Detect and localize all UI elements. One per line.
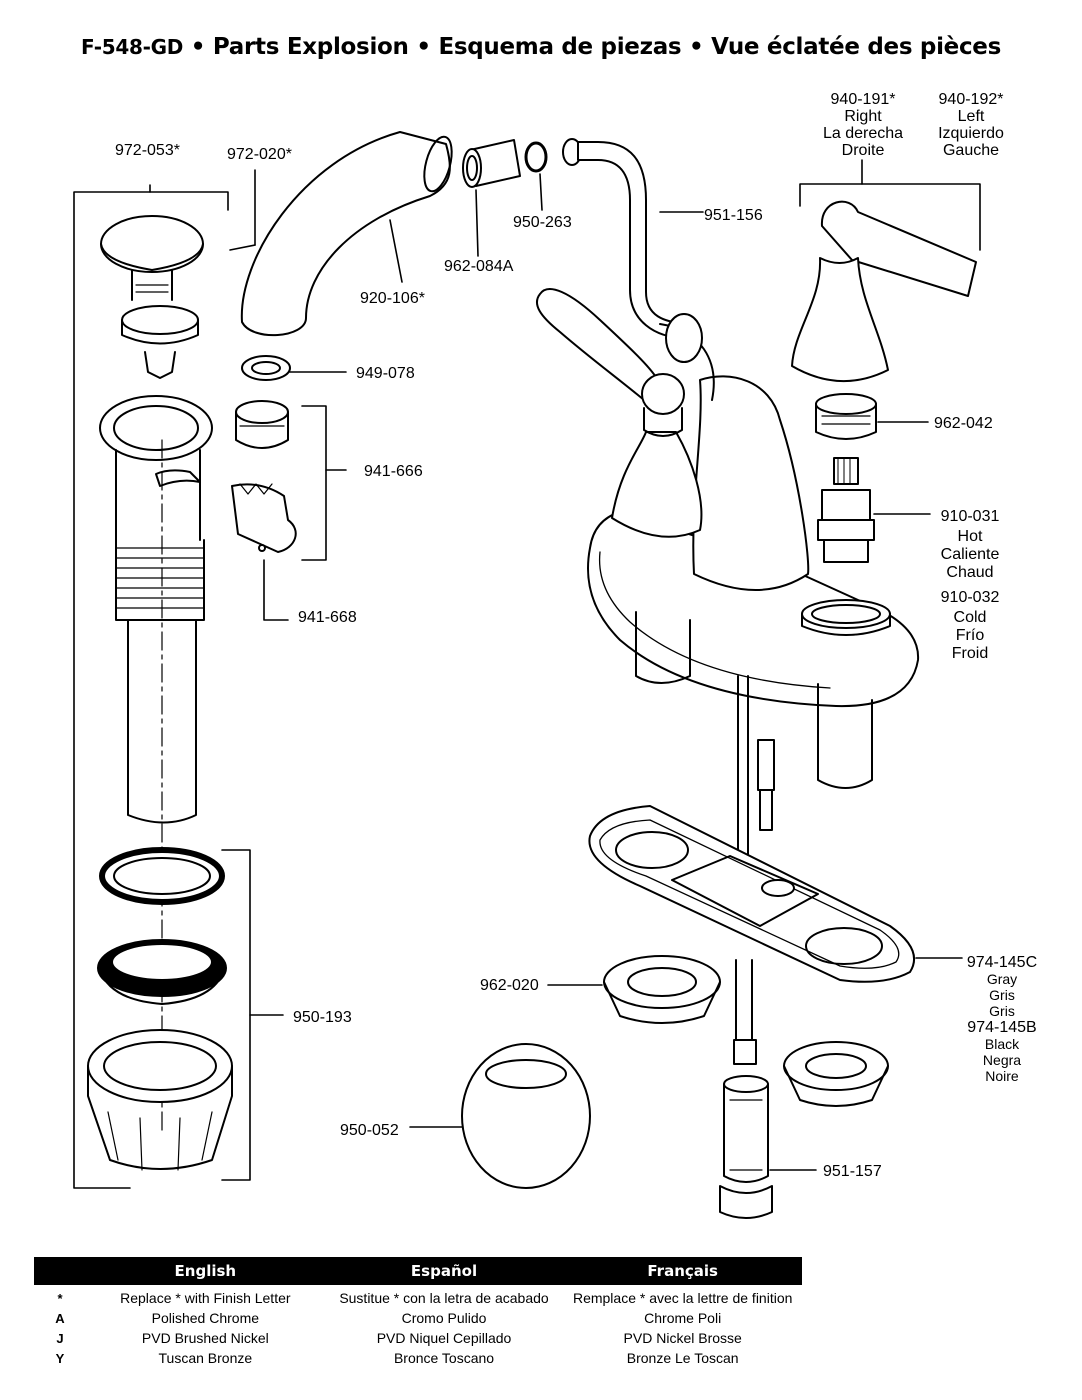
legend-row: A Polished Chrome Cromo Pulido Chrome Po…	[55, 1310, 722, 1326]
aerator	[235, 400, 289, 449]
title-french: Vue éclatée des pièces	[711, 34, 1001, 60]
right-handle	[791, 200, 977, 383]
drain-nut-assembly	[87, 847, 233, 1171]
faucet-body	[535, 288, 920, 789]
label-920-106: 920-106*	[360, 290, 425, 307]
page-title: F-548-GD • Parts Explosion • Esquema de …	[81, 34, 1001, 60]
model-number: F-548-GD	[81, 35, 184, 59]
mounting-nut	[603, 955, 889, 1107]
label-950-193: 950-193	[293, 1009, 352, 1026]
parts-explosion-drawing	[73, 131, 981, 1219]
title-spanish: Esquema de piezas	[438, 34, 682, 60]
label-950-052: 950-052	[340, 1122, 399, 1139]
finish-legend: English Español Français * Replace * wit…	[34, 1257, 802, 1368]
label-962-084a: 962-084A	[444, 258, 514, 275]
spout	[240, 131, 453, 336]
o-ring	[524, 141, 548, 173]
title-english: Parts Explosion	[212, 34, 409, 60]
popup-stopper	[100, 215, 204, 379]
label-972-020: 972-020*	[227, 146, 292, 163]
legend-header-spanish: Español	[410, 1262, 478, 1280]
legend-row: Y Tuscan Bronze Bronce Toscano Bronze Le…	[55, 1350, 739, 1366]
label-962-042: 962-042	[934, 415, 993, 432]
label-951-156: 951-156	[704, 207, 763, 224]
supply-line	[719, 675, 775, 1219]
aerator-key	[231, 483, 297, 553]
label-910-032: 910-032	[940, 589, 1000, 606]
label-962-020: 962-020	[480, 977, 539, 994]
label-951-157: 951-157	[823, 1163, 882, 1180]
legend-row: * Replace * with Finish Letter Sustitue …	[57, 1290, 793, 1306]
label-941-668: 941-668	[298, 609, 357, 626]
spout-adapter	[462, 139, 521, 188]
label-974-145c: 974-145C	[966, 954, 1038, 971]
label-972-053: 972-053*	[115, 142, 180, 159]
legend-header-french: Français	[647, 1262, 718, 1280]
legend-row: J PVD Brushed Nickel PVD Niquel Cepillad…	[56, 1330, 742, 1346]
deck-plate	[588, 805, 915, 983]
label-910-031: 910-031	[940, 508, 1000, 525]
label-940-191: 940-191*	[830, 91, 896, 108]
label-949-078: 949-078	[356, 365, 415, 382]
label-950-263: 950-263	[513, 214, 572, 231]
label-940-192: 940-192*	[938, 91, 1004, 108]
bonnet-nut	[815, 393, 877, 440]
decorative-ball	[461, 1043, 591, 1189]
cartridge	[817, 457, 875, 563]
label-974-145b: 974-145B	[967, 1019, 1037, 1036]
label-941-666: 941-666	[364, 463, 423, 480]
legend-header: English Español Français	[34, 1257, 802, 1285]
drain-body	[99, 395, 213, 1136]
legend-header-english: English	[174, 1262, 237, 1280]
washer	[241, 355, 291, 381]
